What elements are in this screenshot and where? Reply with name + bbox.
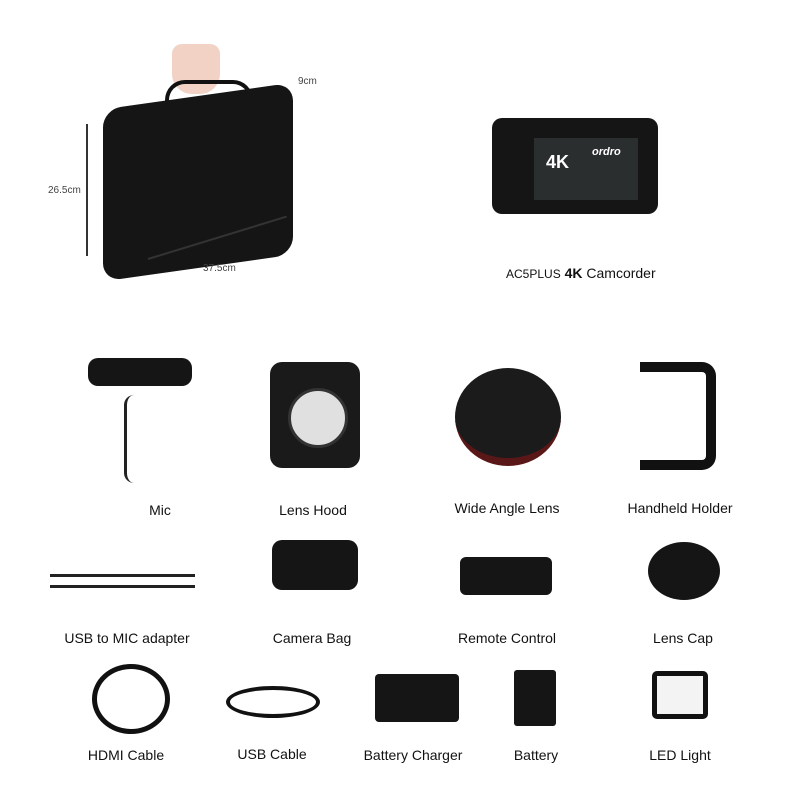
wide-angle-lens-image: [455, 368, 561, 466]
label-battery-charger: Battery Charger: [363, 747, 463, 763]
camcorder-image: 4K ordro: [492, 118, 658, 214]
height-dimension-line: [86, 124, 88, 256]
label-usb-to-mic-adapter: USB to MIC adapter: [64, 630, 190, 646]
case-height: 26.5cm: [48, 185, 81, 196]
remote-control-image: [460, 557, 552, 595]
label-led-light: LED Light: [649, 747, 711, 763]
led-light-image: [652, 671, 708, 719]
label-camera-bag: Camera Bag: [272, 630, 352, 646]
usb-to-mic-adapter-image: [50, 574, 195, 588]
camcorder-caption: AC5PLUS 4K Camcorder: [506, 265, 656, 281]
label-handheld-holder: Handheld Holder: [627, 500, 733, 516]
battery-image: [514, 670, 556, 726]
battery-charger-image: [375, 674, 459, 722]
label-wide-angle-lens: Wide Angle Lens: [454, 500, 560, 516]
camera-bag-image: [272, 540, 358, 590]
case-width: 37.5cm: [203, 263, 236, 274]
case-depth: 9cm: [298, 76, 317, 87]
label-usb-cable: USB Cable: [237, 746, 307, 762]
carrying-case-image: [103, 82, 293, 282]
label-lens-cap: Lens Cap: [653, 630, 713, 646]
camcorder-screen: 4K ordro: [534, 138, 638, 200]
label-lens-hood: Lens Hood: [279, 502, 347, 518]
hdmi-cable-image: [92, 664, 170, 734]
mic-image: [88, 358, 192, 386]
label-hdmi-cable: HDMI Cable: [87, 747, 165, 763]
lens-cap-image: [648, 542, 720, 600]
usb-cable-image: [226, 686, 320, 718]
lens-hood-image: [270, 362, 360, 468]
handheld-holder-image: [640, 362, 716, 470]
mic-cable: [124, 395, 147, 483]
label-remote-control: Remote Control: [457, 630, 557, 646]
label-battery: Battery: [513, 747, 559, 763]
label-mic: Mic: [149, 502, 171, 518]
